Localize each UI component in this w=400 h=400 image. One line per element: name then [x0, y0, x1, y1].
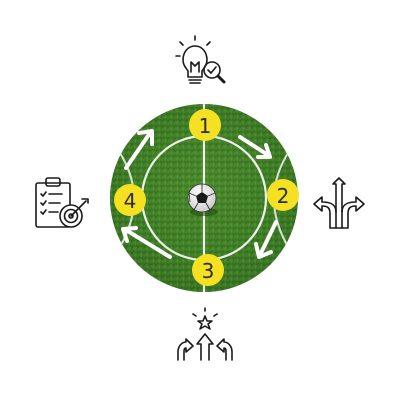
step-number-1: 1 [199, 114, 212, 138]
lightbulb-magnifier-icon [175, 35, 226, 84]
arrow-4-to-1 [124, 129, 154, 170]
step-badge-1: 1 [189, 109, 221, 141]
step-number-3: 3 [202, 259, 215, 283]
step-badge-2: 2 [267, 179, 299, 211]
arrow-1-to-2 [238, 135, 272, 159]
arrow-2-to-3 [254, 220, 278, 259]
step-number-4: 4 [124, 189, 137, 213]
arrow-3-to-4 [121, 226, 172, 259]
rising-arrows-star-icon [177, 307, 233, 361]
cycle-arrows [121, 129, 278, 259]
split-arrows-icon [313, 177, 365, 229]
clipboard-target-icon [35, 177, 89, 228]
soccer-ball-icon [187, 183, 218, 216]
step-badge-4: 4 [114, 184, 146, 216]
step-badge-3: 3 [192, 254, 224, 286]
step-number-2: 2 [277, 184, 290, 208]
